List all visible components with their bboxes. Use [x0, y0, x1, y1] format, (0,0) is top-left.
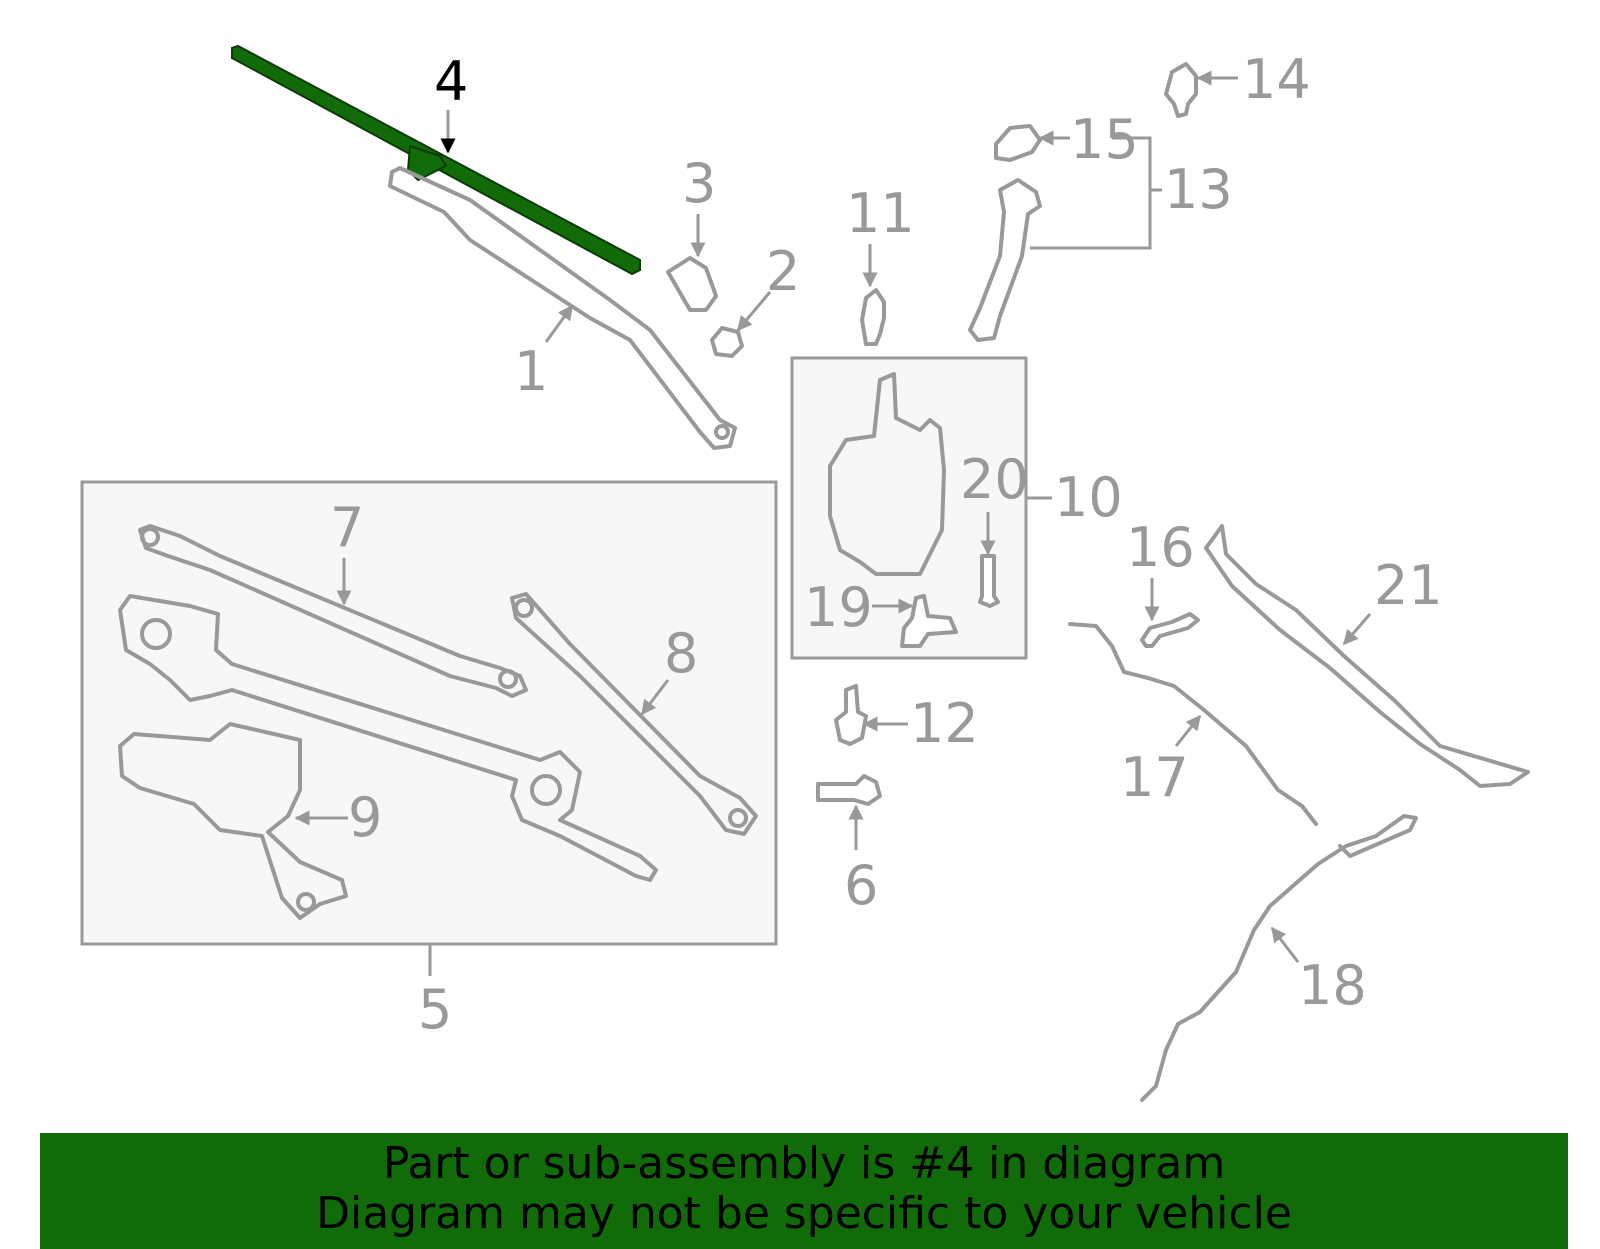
filler-tube-part-13[interactable] — [968, 178, 1042, 342]
callout-5: 5 — [418, 978, 452, 1041]
callout-18: 18 — [1298, 954, 1367, 1017]
washer-hose-part-18[interactable] — [1140, 814, 1418, 1102]
washer-reservoir[interactable] — [828, 372, 946, 576]
callout-15: 15 — [1070, 108, 1139, 171]
callout-13: 13 — [1164, 158, 1233, 221]
clip-part-11[interactable] — [860, 288, 886, 346]
callout-7: 7 — [330, 496, 364, 559]
callout-2: 2 — [766, 240, 800, 303]
callout-9: 9 — [348, 786, 382, 849]
washer-hose-part-17[interactable] — [1068, 622, 1318, 826]
wiper-motor-part-9[interactable] — [118, 722, 348, 920]
callout-11: 11 — [846, 182, 915, 245]
banner-line-1: Part or sub-assembly is #4 in diagram — [382, 1138, 1226, 1189]
link-rod-part-8[interactable] — [510, 592, 758, 836]
callout-20: 20 — [960, 448, 1029, 511]
callout-10: 10 — [1054, 466, 1123, 529]
wiper-blade-part-4[interactable] — [231, 44, 641, 276]
filler-neck-part-20[interactable] — [978, 554, 1000, 608]
callout-16: 16 — [1126, 516, 1195, 579]
callout-21: 21 — [1374, 554, 1443, 617]
arm-cap-part-3[interactable] — [666, 256, 718, 312]
callout-8: 8 — [664, 622, 698, 685]
callout-1: 1 — [514, 340, 548, 403]
bolt-part-12[interactable] — [834, 684, 868, 746]
cowl-seal-part-21[interactable] — [1204, 524, 1530, 788]
callout-12: 12 — [910, 692, 979, 755]
bolt-part-6[interactable] — [816, 774, 882, 806]
pivot-assembly[interactable] — [118, 594, 658, 882]
callout-6: 6 — [844, 854, 878, 917]
washer-pump-part-19[interactable] — [900, 594, 958, 648]
callout-14: 14 — [1242, 48, 1311, 111]
callout-3: 3 — [682, 152, 716, 215]
hose-fitting-part-16[interactable] — [1140, 612, 1200, 648]
info-banner: Part or sub-assembly is #4 in diagram Di… — [40, 1133, 1568, 1249]
wiper-arm-part-1[interactable] — [388, 166, 737, 450]
nut-part-2[interactable] — [710, 326, 744, 358]
banner-line-2: Diagram may not be specific to your vehi… — [316, 1188, 1292, 1239]
callout-19: 19 — [804, 576, 873, 639]
clip-part-14[interactable] — [1164, 62, 1198, 118]
link-rod-part-7[interactable] — [138, 524, 528, 698]
callout-4: 4 — [434, 50, 468, 113]
callout-17: 17 — [1120, 746, 1189, 809]
linkage-assembly-box — [80, 480, 778, 946]
filler-cap-part-15[interactable] — [994, 124, 1042, 162]
